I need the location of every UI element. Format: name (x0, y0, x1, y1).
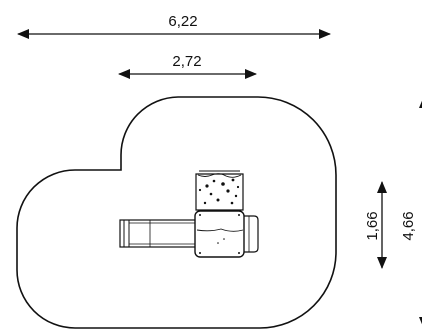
climbing-wall (195, 170, 244, 211)
dimension-overall-width: 6,22 (17, 13, 331, 39)
structure-depth-label: 1,66 (364, 211, 381, 240)
dimension-overall-depth: 4,66 (400, 96, 422, 329)
dimension-structure-width: 2,72 (118, 53, 257, 79)
play-tower-platform (194, 210, 259, 258)
slide (119, 219, 197, 248)
overall-depth-label: 4,66 (400, 211, 417, 240)
overall-width-label: 6,22 (168, 13, 197, 30)
dimension-structure-depth: 1,66 (364, 181, 387, 269)
structure-width-label: 2,72 (172, 53, 201, 70)
safety-zone-outline (16, 96, 337, 329)
